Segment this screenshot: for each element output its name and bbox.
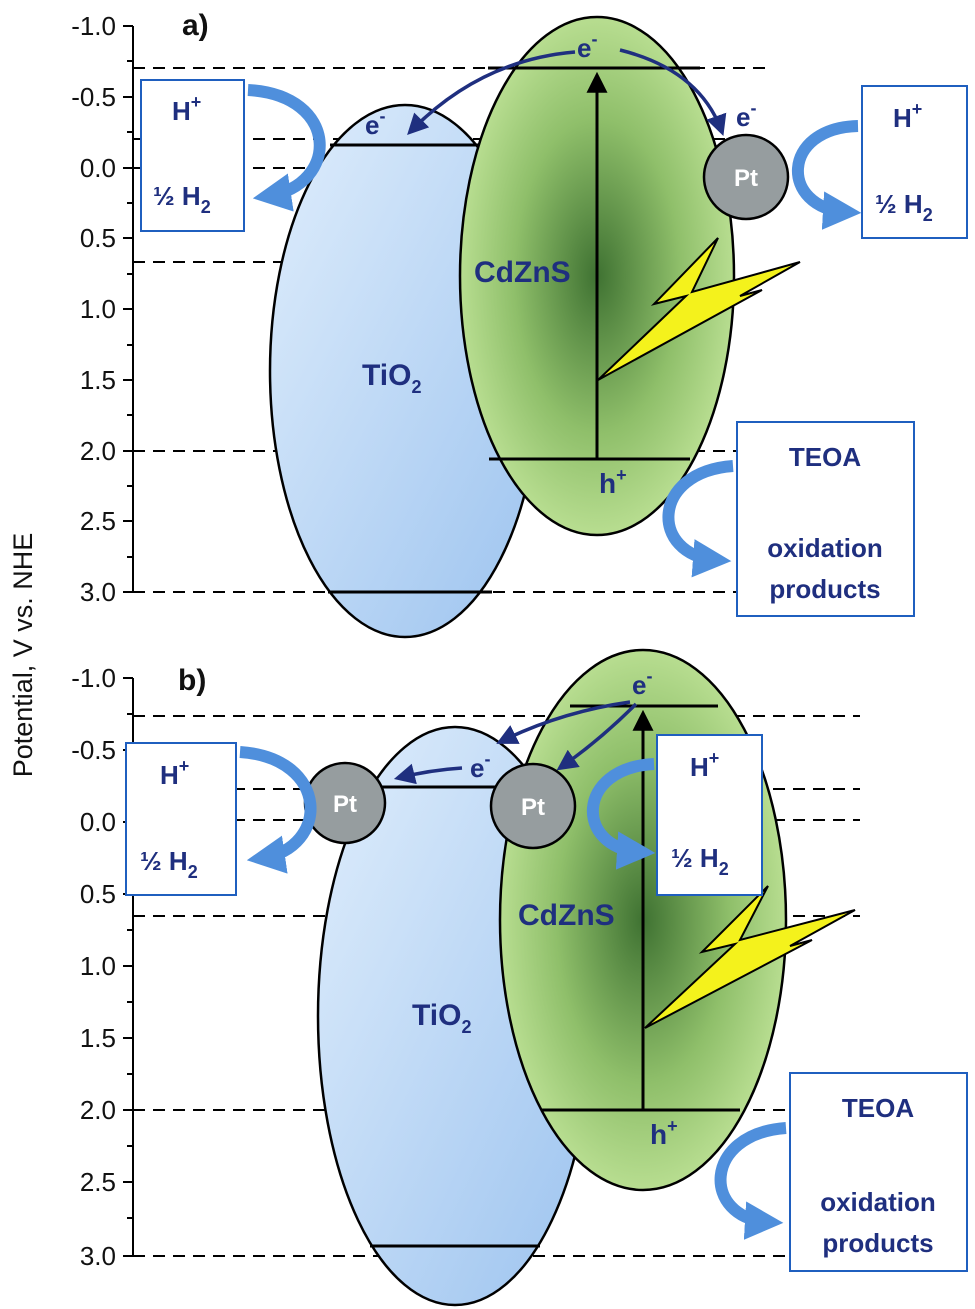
oxidation-arrow: [662, 460, 734, 578]
teoa-reaction-box: [789, 1072, 968, 1272]
hydrogen-label: ½ H2: [140, 846, 198, 882]
tick-label: 1.5: [80, 365, 116, 395]
right-reaction-box: [861, 85, 968, 239]
tio2-electron-label: e-: [365, 106, 385, 140]
tick-label: 0.5: [80, 223, 116, 253]
electron-transfer-arrow: [496, 700, 631, 744]
electron-transfer-arrow: [407, 50, 576, 136]
right-reaction-box: [656, 734, 763, 896]
electron-transfer-arrow: [556, 702, 638, 771]
pt-particle: [489, 762, 577, 850]
tick-label: -1.0: [71, 663, 116, 693]
tio2-electron-label: e-: [470, 749, 490, 783]
cdzns-hole-label: h+: [599, 465, 627, 499]
pt-label: Pt: [521, 794, 545, 821]
pt-label: Pt: [333, 791, 357, 818]
tick-label: 2.5: [80, 506, 116, 536]
left-reaction-box: [125, 742, 237, 896]
tick-label: 1.5: [80, 1023, 116, 1053]
left-reaction-box: [140, 79, 245, 232]
hydrogen-label: ½ H2: [875, 189, 933, 225]
products-label: products: [769, 574, 880, 604]
teoa-label: TEOA: [842, 1093, 914, 1123]
proton-label: H+: [160, 756, 189, 790]
teoa-label: TEOA: [789, 442, 861, 472]
tick-label: 3.0: [80, 1241, 116, 1271]
tick-label: 0.0: [80, 807, 116, 837]
panel-label: b): [178, 664, 206, 697]
panel-a: -1.0 -0.5 0.0 0.5 1.0 1.5 2.0 2.5 3.0 a)…: [71, 9, 968, 639]
tick-label: 1.0: [80, 294, 116, 324]
cdzns-electron-label: e-: [632, 666, 652, 700]
reduction-arrow: [791, 120, 862, 230]
tick-label: 3.0: [80, 577, 116, 607]
y-axis-title: Potential, V vs. NHE: [8, 533, 38, 778]
pt-electron-label: e-: [736, 98, 756, 132]
lightning-bolt-icon: [644, 885, 856, 1029]
reduction-arrow: [239, 746, 317, 874]
tio2-label: TiO2: [412, 999, 471, 1037]
cdzns-hole-label: h+: [650, 1116, 678, 1150]
proton-label: H+: [172, 92, 201, 126]
panel-b: -1.0 -0.5 0.0 0.5 1.0 1.5 2.0 2.5 3.0 b)…: [71, 648, 968, 1307]
tick-label: 2.0: [80, 1095, 116, 1125]
cdzns-label: CdZnS: [474, 256, 571, 289]
panel-label: a): [182, 9, 209, 42]
tick-label: -0.5: [71, 82, 116, 112]
cdzns-label: CdZnS: [518, 899, 615, 932]
pt-particle: [702, 133, 790, 221]
oxidation-label: oxidation: [767, 533, 883, 563]
reduction-arrow: [247, 84, 326, 212]
electron-transfer-arrow: [393, 763, 463, 785]
lightning-bolt-icon: [597, 237, 801, 381]
tick-label: -0.5: [71, 735, 116, 765]
hydrogen-label: ½ H2: [153, 181, 211, 217]
axis-ticks: [123, 25, 133, 593]
hydrogen-label: ½ H2: [671, 843, 729, 879]
reduction-arrow: [586, 758, 656, 870]
electron-transfer-arrow: [619, 48, 727, 136]
tick-label: 2.0: [80, 436, 116, 466]
products-label: products: [822, 1228, 933, 1258]
tick-label: 1.0: [80, 951, 116, 981]
tick-label: 2.5: [80, 1167, 116, 1197]
proton-label: H+: [690, 748, 719, 782]
oxidation-arrow: [714, 1122, 787, 1240]
proton-label: H+: [893, 99, 922, 133]
tick-label: -1.0: [71, 11, 116, 41]
tick-label: 0.5: [80, 879, 116, 909]
oxidation-label: oxidation: [820, 1187, 936, 1217]
pt-label: Pt: [734, 165, 758, 192]
cdzns-electron-label: e-: [577, 29, 597, 63]
tio2-label: TiO2: [362, 359, 421, 397]
tick-label: 0.0: [80, 153, 116, 183]
teoa-reaction-box: [736, 421, 915, 617]
